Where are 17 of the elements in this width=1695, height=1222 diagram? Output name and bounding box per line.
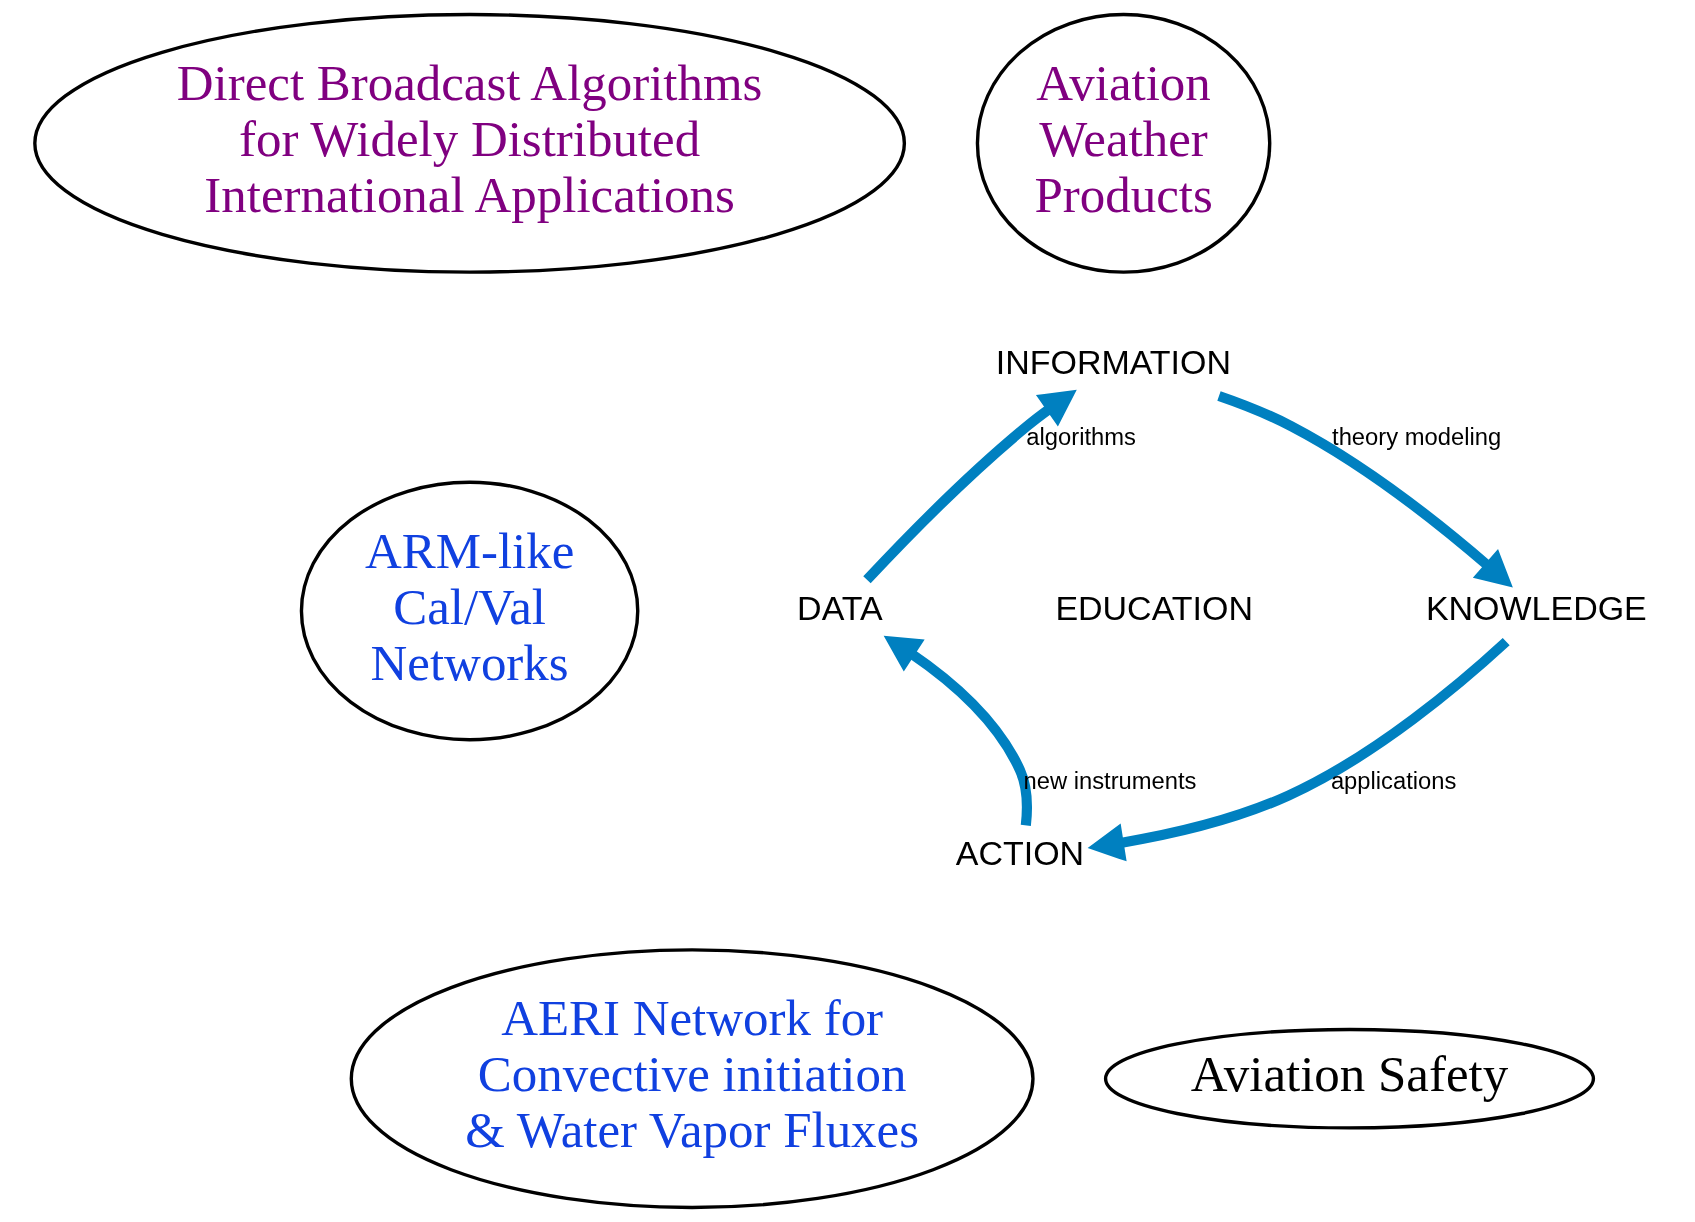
- edge-label: applications: [1330, 767, 1456, 795]
- node-text: DATA: [796, 588, 883, 627]
- arrow: [862, 389, 1077, 584]
- node-text: KNOWLEDGE: [1425, 588, 1647, 627]
- arrow: [1087, 637, 1510, 862]
- node-ellipse: Direct Broadcast Algorithms for Widely Distributed International Applications: [32, 12, 906, 274]
- node-text: INFORMATION: [995, 342, 1231, 381]
- arrow: [883, 635, 1032, 826]
- edge-label: theory modeling: [1331, 423, 1501, 451]
- node-ellipse: AERI Network for Convective initiation & Water Vapor Fluxes: [349, 948, 1035, 1210]
- label: EDUCATION: [1054, 588, 1253, 627]
- node-ellipse: Aviation Safety: [1103, 1027, 1595, 1130]
- arrow: [1216, 391, 1513, 588]
- node-ellipse: ARM-like Cal/Val Networks: [299, 480, 639, 742]
- edge-label: algorithms: [1025, 423, 1136, 451]
- node-text: ACTION: [955, 834, 1084, 873]
- node-ellipse: Aviation Weather Products: [975, 12, 1271, 274]
